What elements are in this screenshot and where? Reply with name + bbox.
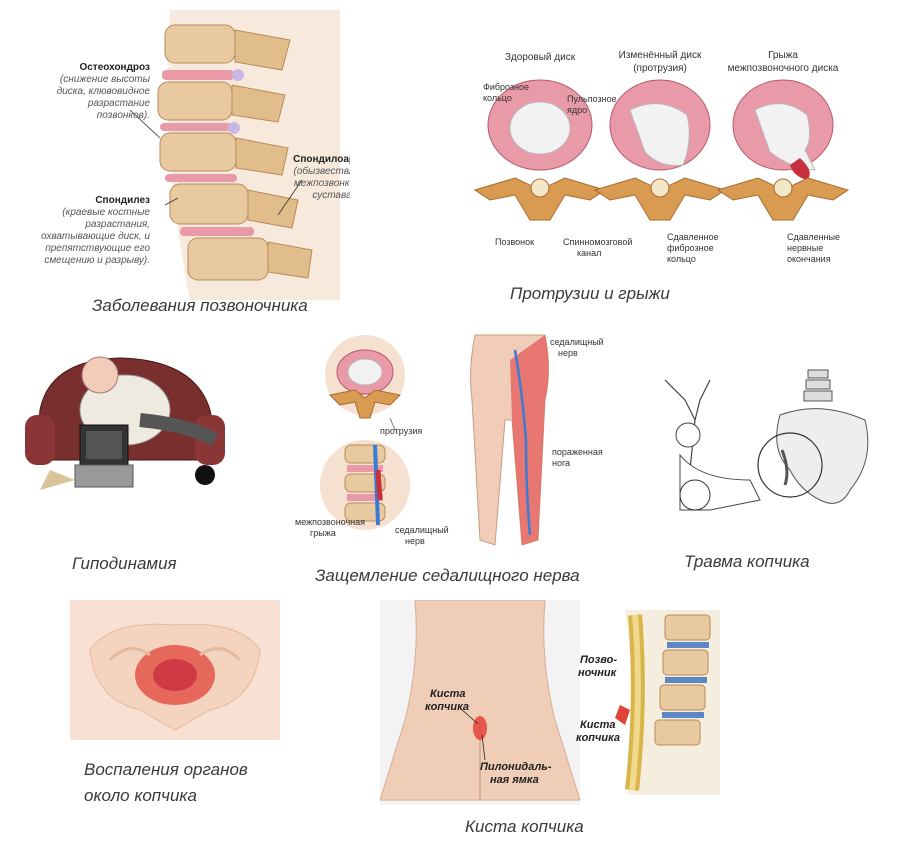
spinal-canal-label-2: канал — [577, 248, 601, 258]
compressed-ring-label-1: Сдавленное — [667, 232, 719, 242]
spondyl-title: Спондилез — [95, 195, 150, 206]
protrusion-label: протрузия — [380, 426, 422, 436]
nerve-bottom-label-2: нерв — [405, 536, 425, 546]
fibrous-ring-label-2: кольцо — [483, 93, 512, 103]
hernia-disc — [716, 79, 850, 221]
hernia-label-1: межпозвоночная — [295, 517, 365, 527]
leg-label-1: пораженная — [552, 447, 603, 457]
sciatic-panel: протрузия межпозвоночная грыжа седалищны… — [290, 330, 620, 555]
spondyl-desc-4: препятствующие его — [45, 243, 150, 254]
disc-illustration: Здоровый диск Изменённый диск (протрузия… — [473, 50, 850, 264]
spondyl-desc-2: разрастания, — [84, 219, 150, 230]
spine-label-2: ночник — [578, 667, 618, 679]
coccyx-injury-panel — [640, 360, 880, 530]
compressed-ring-label-3: кольцо — [667, 254, 696, 264]
osteo-title: Остеохондроз — [79, 62, 150, 73]
arthro-desc-3: сустава). — [312, 190, 350, 201]
nerve-top-label-2: нерв — [558, 348, 578, 358]
leg-label-2: нога — [552, 458, 570, 468]
osteo-desc-2: диска, клювовидное — [57, 86, 151, 97]
nucleus-label-2: ядро — [567, 105, 587, 115]
cyst-label-2: копчика — [425, 701, 469, 713]
spondyl-desc-3: охватывающие диск, и — [41, 231, 150, 242]
caption-cyst: Киста копчика — [465, 817, 584, 836]
cyst-label2-1: Киста — [580, 719, 616, 731]
healthy-disc-title: Здоровый диск — [505, 52, 576, 63]
arthro-desc-1: (обызвествление — [293, 165, 350, 177]
caption-sciatic: Защемление седалищного нерва — [315, 566, 580, 585]
arthro-title: Спондилоартроз — [293, 154, 350, 165]
sciatic-illustration: протрузия межпозвоночная грыжа седалищны… — [295, 334, 604, 546]
fibrous-ring-label-1: Фиброзное — [483, 82, 529, 92]
nerve-top-label-1: седалищный — [550, 337, 604, 347]
spondyl-desc-5: смещению и разрыву). — [44, 255, 150, 266]
compressed-nerves-label-3: окончания — [787, 254, 831, 264]
caption-coccyx-injury: Травма копчика — [684, 552, 810, 571]
cyst-label-1: Киста — [430, 688, 466, 700]
pelvis-inflammation-illustration — [70, 600, 280, 740]
vertebra-label: Позвонок — [495, 237, 534, 247]
compressed-nerves-label-1: Сдавленные — [787, 232, 840, 242]
hernia-disc-title-1: Грыжа — [768, 50, 798, 61]
changed-disc-title-2: (протрузия) — [633, 63, 687, 74]
compressed-nerves-label-2: нервные — [787, 243, 823, 253]
osteo-desc-4: позвонков). — [97, 110, 150, 121]
arthro-desc-2: межпозвонкового — [294, 178, 350, 189]
hernia-disc-title-2: межпозвоночного диска — [728, 63, 839, 74]
vertebra-stack — [157, 24, 313, 281]
spine-illustration: Остеохондроз (снижение высоты диска, клю… — [41, 10, 377, 300]
caption-spine-diseases: Заболевания позвоночника — [92, 296, 308, 315]
nucleus-label-1: Пульпозное — [567, 94, 617, 104]
healthy-disc — [473, 79, 607, 221]
spine-label-1: Позво- — [580, 654, 617, 666]
couch-potato-illustration — [25, 356, 225, 490]
pit-label-2: ная ямка — [490, 774, 539, 786]
spine-diseases-panel: Остеохондроз (снижение высоты диска, клю… — [20, 10, 377, 300]
compressed-ring-label-2: фиброзное — [667, 243, 714, 253]
cyst-illustration: Киста копчика Пилонидаль- ная ямка Позво… — [379, 599, 720, 805]
caption-inflammation-2: около копчика — [84, 786, 197, 805]
cyst-panel: Киста копчика Пилонидаль- ная ямка Позво… — [379, 599, 720, 805]
protrusion-disc — [593, 79, 727, 221]
changed-disc-title-1: Изменённый диск — [619, 50, 702, 61]
nerve-bottom-label-1: седалищный — [395, 525, 449, 535]
inflammation-panel — [70, 600, 280, 740]
cyst-label2-2: копчика — [576, 732, 620, 744]
hernia-label-2: грыжа — [310, 528, 336, 538]
caption-inflammation-1: Воспаления органов — [84, 760, 248, 779]
spinal-canal-label-1: Спинномозговой — [563, 237, 632, 247]
osteo-desc-3: разрастание — [87, 98, 151, 109]
discs-panel: Здоровый диск Изменённый диск (протрузия… — [455, 40, 855, 280]
caption-hypodynamia: Гиподинамия — [72, 554, 177, 573]
osteo-desc-1: (снижение высоты — [60, 74, 151, 85]
spine-section — [615, 610, 720, 795]
coccyx-injury-illustration — [664, 369, 869, 511]
hypodynamia-panel — [20, 340, 240, 500]
spondyl-desc-1: (краевые костные — [62, 207, 150, 218]
pit-label-1: Пилонидаль- — [480, 761, 552, 773]
caption-protrusion-hernia: Протрузии и грыжи — [510, 284, 670, 303]
